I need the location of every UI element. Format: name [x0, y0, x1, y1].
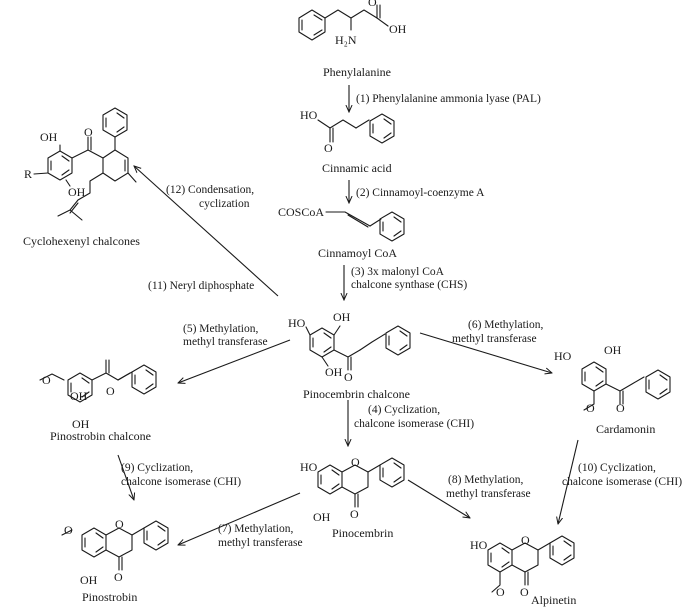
svg-text:O: O	[368, 0, 377, 9]
step-1-label: (1) Phenylalanine ammonia lyase (PAL)	[356, 93, 541, 105]
svg-text:O: O	[84, 125, 93, 139]
svg-text:O: O	[114, 570, 123, 584]
cyclohexenyl-chalcones-structure: O OH OH R Cyclohexenyl chalcones	[23, 107, 140, 248]
step-10-label-a: (10) Cyclization,	[578, 462, 656, 474]
step-7-label-b: methyl transferase	[218, 537, 303, 549]
oh-atom-psc2: OH	[72, 417, 90, 431]
svg-text:O: O	[42, 373, 51, 387]
svg-text:O: O	[586, 401, 595, 415]
step-7-label-a: (7) Methylation,	[218, 523, 293, 535]
step-11-label: (11) Neryl diphosphate	[148, 280, 254, 292]
oh-atom-pc2: OH	[325, 365, 343, 379]
arrow-step-9	[117, 454, 134, 500]
phenylalanine-structure: O OH H₂N Phenylalanine	[298, 0, 407, 79]
svg-text:O: O	[115, 517, 124, 531]
alpinetin-label: Alpinetin	[531, 593, 576, 607]
cardamonin-structure: HO OH O O Cardamonin	[554, 343, 671, 436]
pinostrobin-structure: O O O OH Pinostrobin	[61, 517, 169, 604]
step-6-label-b: methyl transferase	[452, 333, 537, 345]
cinnamic-acid-label: Cinnamic acid	[322, 161, 392, 175]
svg-text:O: O	[351, 455, 360, 469]
oh-atom-card: OH	[604, 343, 622, 357]
arrow-step-7	[178, 492, 301, 545]
oh-atom-cyc2: OH	[68, 185, 86, 199]
ho-atom-alp: HO	[470, 538, 488, 552]
svg-text:O: O	[324, 141, 333, 155]
arrow-step-10	[558, 439, 579, 524]
ho-atom-card: HO	[554, 349, 572, 363]
cinnamoyl-coa-label: Cinnamoyl CoA	[318, 246, 397, 260]
arrow-step-11-12	[134, 166, 279, 297]
r-atom: R	[24, 167, 32, 181]
step-3-label-a: (3) 3x malonyl CoA	[351, 266, 445, 278]
step-12-label-a: (12) Condensation,	[166, 184, 254, 196]
oh-atom-cyc1: OH	[40, 130, 58, 144]
pinocembrin-chalcone-label: Pinocembrin chalcone	[303, 387, 410, 401]
svg-text:O: O	[64, 523, 73, 537]
step-6-label-a: (6) Methylation,	[468, 319, 543, 331]
arrow-step-8	[407, 479, 470, 518]
arrow-step-5	[178, 339, 291, 383]
oh-atom-phenylalanine: OH	[389, 22, 407, 36]
step-4-label-b: chalcone isomerase (CHI)	[354, 418, 474, 430]
pinocembrin-label: Pinocembrin	[332, 526, 393, 540]
pinostrobin-label: Pinostrobin	[82, 590, 137, 604]
coscoa-atom: COSCoA	[278, 205, 324, 219]
svg-text:O: O	[520, 585, 529, 599]
svg-text:O: O	[521, 533, 530, 547]
oh-atom-pin: OH	[313, 510, 331, 524]
arrow-step-6	[419, 332, 552, 373]
step-2-label: (2) Cinnamoyl-coenzyme A	[356, 187, 485, 199]
step-12-label-b: cyclization	[199, 198, 250, 210]
step-8-label-b: methyl transferase	[446, 488, 531, 500]
pinostrobin-chalcone-label: Pinostrobin chalcone	[50, 429, 151, 443]
cyclohexenyl-chalcones-label: Cyclohexenyl chalcones	[23, 234, 140, 248]
cinnamic-acid-structure: HO O Cinnamic acid	[300, 108, 395, 175]
step-10-label-b: chalcone isomerase (CHI)	[562, 476, 682, 488]
oh-atom-pinostrobin: OH	[80, 573, 98, 587]
svg-text:O: O	[496, 585, 505, 599]
svg-text:O: O	[350, 507, 359, 521]
ho-atom-cinnamic: HO	[300, 108, 318, 122]
alpinetin-structure: HO O O O Alpinetin	[470, 533, 576, 607]
step-5-label-b: methyl transferase	[183, 336, 268, 348]
ho-atom-pin: HO	[300, 460, 318, 474]
cardamonin-label: Cardamonin	[596, 422, 655, 436]
cinnamoyl-coa-structure: COSCoA Cinnamoyl CoA	[278, 205, 405, 260]
step-5-label-a: (5) Methylation,	[183, 323, 258, 335]
pinocembrin-chalcone-structure: HO OH OH O Pinocembrin chalcone	[288, 310, 411, 401]
step-3-label-b: chalcone synthase (CHS)	[351, 279, 467, 291]
phenylalanine-label: Phenylalanine	[323, 65, 391, 79]
step-9-label-b: chalcone isomerase (CHI)	[121, 476, 241, 488]
svg-text:O: O	[106, 384, 115, 398]
svg-text:O: O	[344, 370, 353, 384]
pinocembrin-structure: HO OH O O Pinocembrin	[300, 455, 405, 540]
oh-atom-pc1: OH	[333, 310, 351, 324]
h2n-atom: H₂N	[335, 33, 357, 47]
step-8-label-a: (8) Methylation,	[448, 474, 523, 486]
step-9-label-a: (9) Cyclization,	[121, 462, 193, 474]
pinostrobin-chalcone-structure: OH OH O O Pinostrobin chalcone	[39, 359, 157, 443]
ho-atom-pc1: HO	[288, 316, 306, 330]
step-4-label-a: (4) Cyclization,	[368, 404, 440, 416]
svg-text:O: O	[616, 401, 625, 415]
